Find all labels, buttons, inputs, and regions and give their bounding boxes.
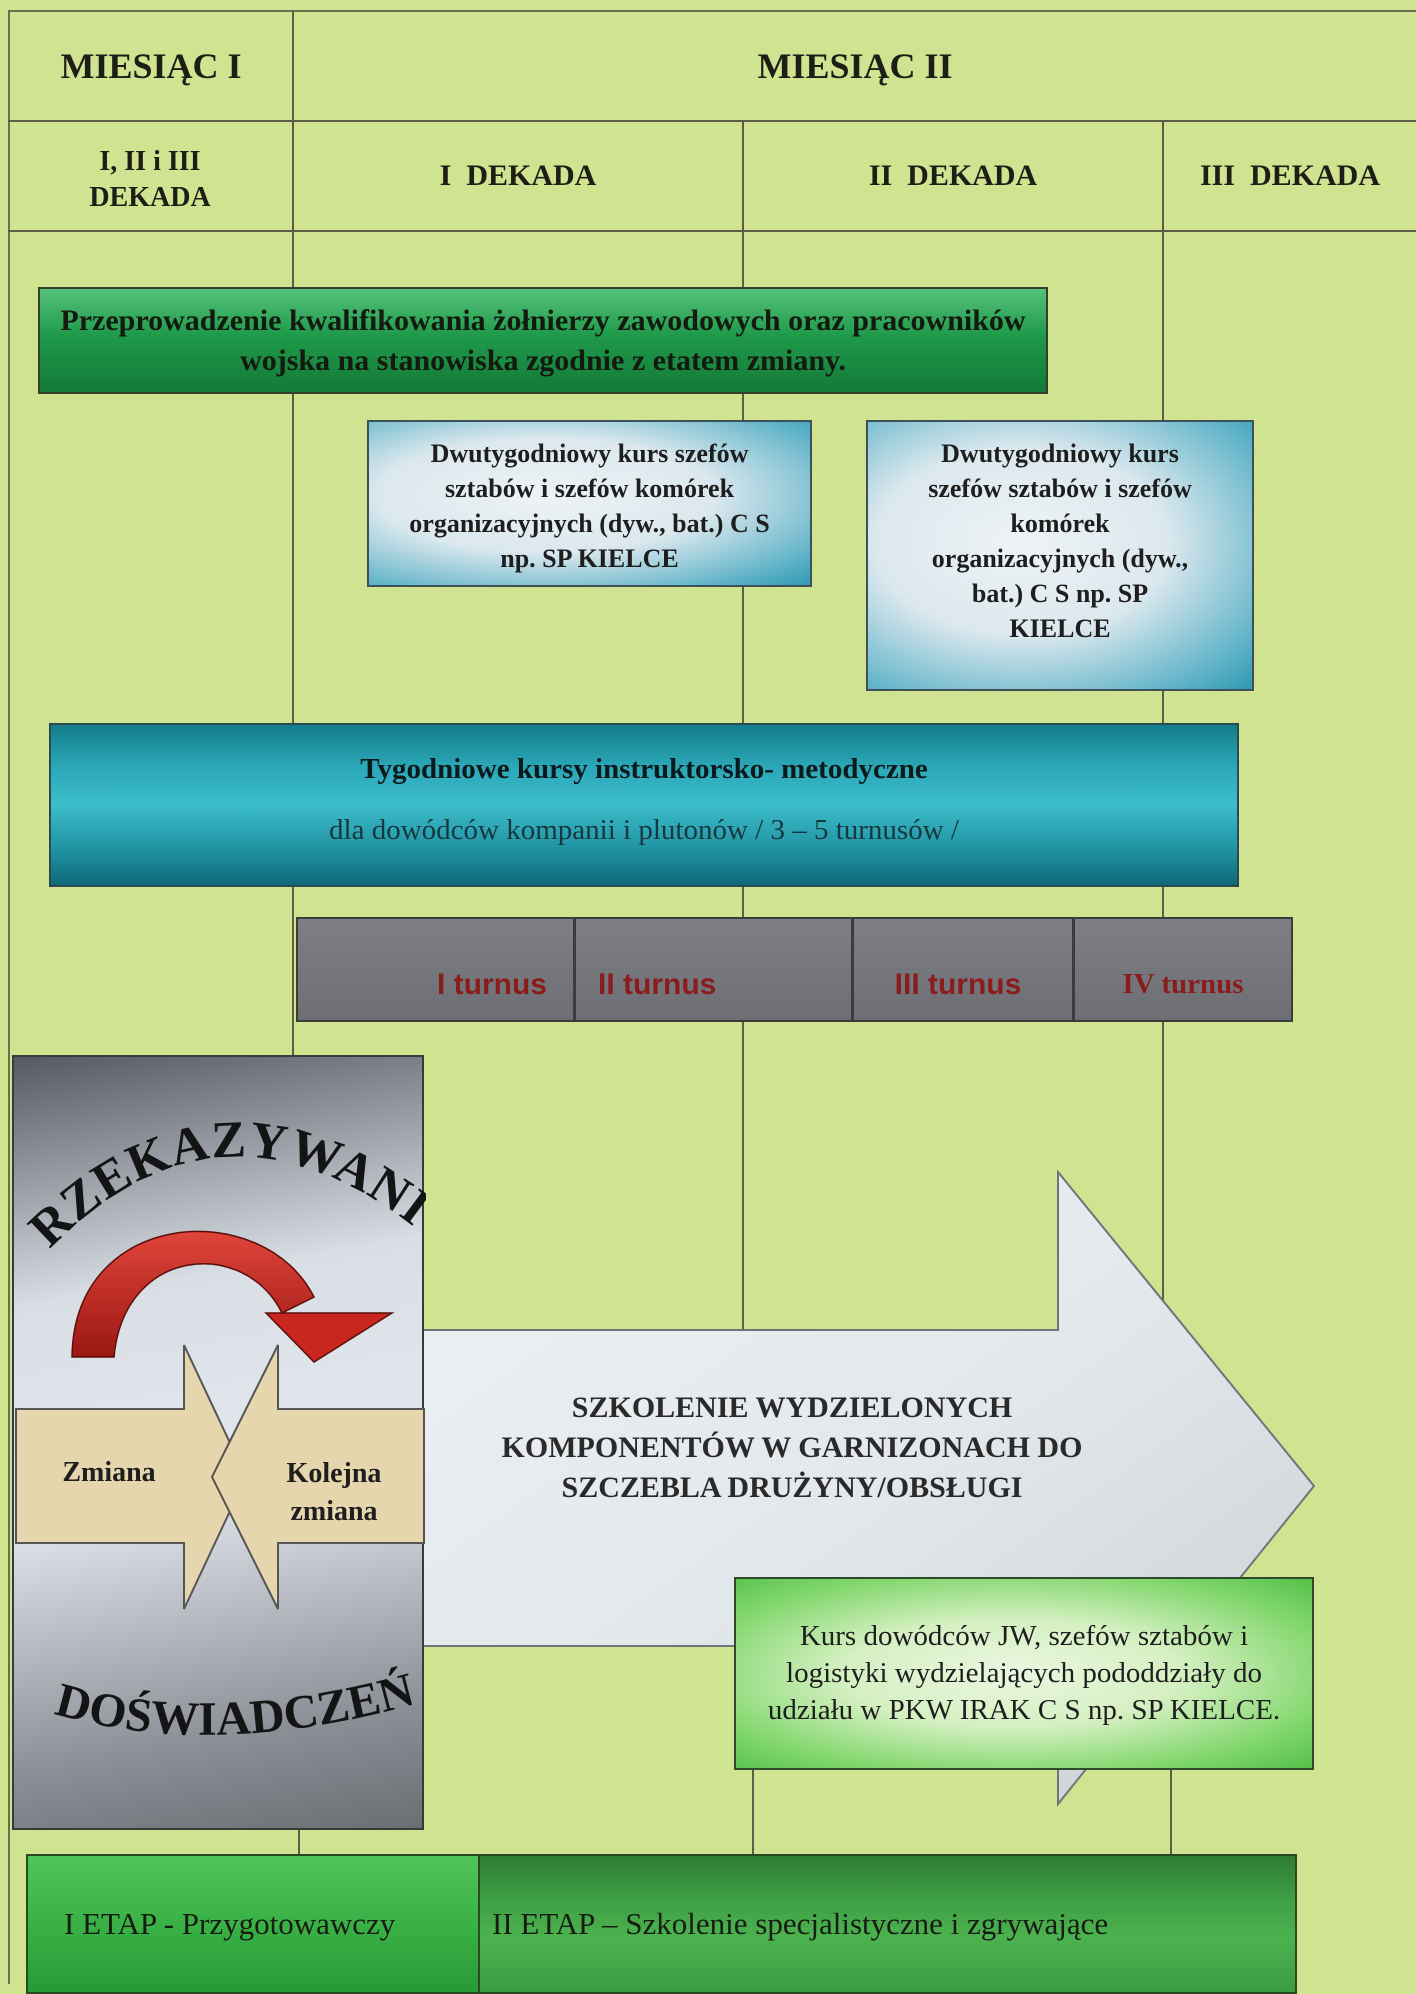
decade-1-header: I DEKADA (439, 159, 597, 192)
column-divider-1b (298, 1830, 300, 1854)
chiefs-course-text-2: Dwutygodniowy kurs szefów sztabów i szef… (928, 439, 1192, 643)
exchange-graphic: PRZEKAZYWANIE DOŚWIADCZEŃ (14, 1057, 426, 1746)
stage-1-text: I ETAP - Przygotowawczy (64, 1906, 396, 1941)
curved-red-arrow-icon (71, 1230, 395, 1363)
stage-2-text: II ETAP – Szkolenie specjalistyczne i zg… (492, 1906, 1109, 1941)
next-change-line-1: Kolejna (286, 1458, 382, 1489)
stage-2-box: II ETAP – Szkolenie specjalistyczne i zg… (478, 1854, 1297, 1994)
header-divider-1 (8, 120, 1416, 122)
decade-all-header: I, II i III DEKADA (89, 146, 211, 213)
experience-exchange-panel: PRZEKAZYWANIE DOŚWIADCZEŃ Zmiana Kolejna… (12, 1055, 426, 1830)
column-divider-3b (1170, 1770, 1172, 1854)
chiefs-course-box-1: Dwutygodniowy kurs szefów sztabów i szef… (367, 420, 812, 587)
commanders-course-box: Kurs dowódców JW, szefów sztabów i logis… (734, 1577, 1314, 1770)
weekly-courses-subtitle: dla dowódców kompanii i plutonów / 3 – 5… (329, 814, 959, 846)
next-change-line-2: zmiana (290, 1496, 378, 1527)
turnus-3: III turnus (852, 917, 1074, 1022)
month-2-header: MIESIĄC II (757, 46, 953, 86)
stage-1-box: I ETAP - Przygotowawczy (26, 1854, 480, 1994)
header-divider-2 (8, 230, 1416, 232)
exchange-top-label: PRZEKAZYWANIE (14, 1057, 426, 1258)
turnus-1: I turnus (296, 917, 575, 1022)
decade-3-header: III DEKADA (1199, 159, 1381, 192)
qualification-text: Przeprowadzenie kwalifikowania żołnierzy… (60, 303, 1026, 377)
turnus-2: II turnus (574, 917, 853, 1022)
column-divider-1 (292, 10, 294, 1055)
next-change-label: Kolejna zmiana (244, 1455, 424, 1531)
month-1-header: MIESIĄC I (60, 46, 242, 86)
column-divider-2b (752, 1770, 754, 1854)
chiefs-course-text-1: Dwutygodniowy kurs szefów sztabów i szef… (409, 439, 770, 573)
weekly-courses-box: Tygodniowe kursy instruktorsko- metodycz… (49, 723, 1239, 887)
exchange-arrows-icon (15, 1344, 425, 1610)
decade-2-header: II DEKADA (868, 159, 1038, 192)
chiefs-course-box-2: Dwutygodniowy kurs szefów sztabów i szef… (866, 420, 1254, 691)
weekly-courses-title: Tygodniowe kursy instruktorsko- metodycz… (360, 753, 928, 785)
exchange-bottom-label: DOŚWIADCZEŃ (51, 1663, 420, 1746)
training-text: SZKOLENIE WYDZIELONYCH KOMPONENTÓW W GAR… (501, 1391, 1083, 1504)
commanders-course-text: Kurs dowódców JW, szefów sztabów i logis… (767, 1620, 1281, 1726)
change-label: Zmiana (62, 1457, 156, 1488)
table-frame (8, 10, 1416, 1984)
qualification-box: Przeprowadzenie kwalifikowania żołnierzy… (38, 287, 1048, 394)
turnus-4: IV turnus (1073, 917, 1293, 1022)
